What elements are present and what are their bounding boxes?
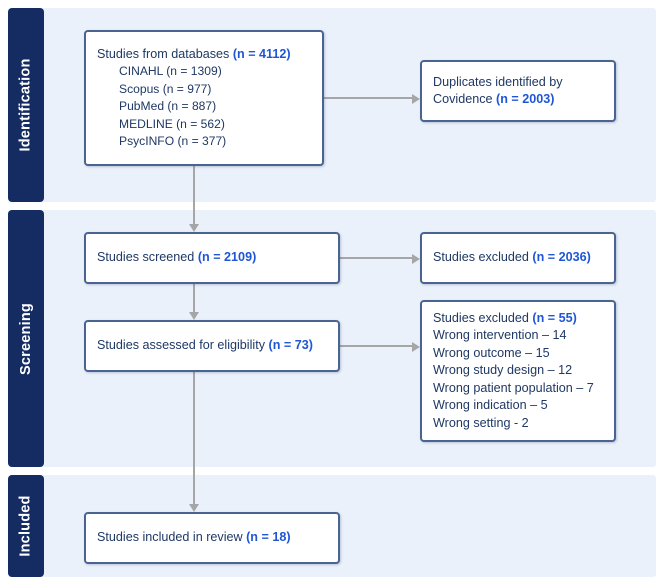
stage-label-screening: Screening [18, 302, 35, 375]
box-line-text: Studies assessed for eligibility [97, 338, 269, 353]
connector-screened-to-eligibility [193, 284, 195, 312]
box-line: Studies assessed for eligibility (n = 73… [97, 337, 327, 355]
stage-label-included: Included [18, 495, 34, 557]
box-line-text: Covidence [433, 92, 497, 106]
database-source-item: PubMed (n = 887) [119, 99, 217, 113]
box-studies-included-in-review: Studies included in review (n = 18) [84, 512, 340, 564]
box-line: Studies included in review (n = 18) [97, 529, 327, 547]
box-studies-screened: Studies screened (n = 2109) [84, 232, 340, 284]
exclusion-reason-item: Wrong intervention – 14 [433, 328, 567, 343]
database-source-item: Scopus (n = 977) [119, 81, 212, 96]
arrowhead-right-icon [412, 254, 420, 264]
stage-band-screening: Screening [8, 210, 44, 467]
database-source-item: CINAHL (n = 1309) [119, 64, 222, 78]
database-source-item: MEDLINE (n = 562) [119, 116, 225, 131]
box-line-count: (n = 2003) [496, 92, 555, 106]
box-studies-from-databases: Studies from databases (n = 4112) CINAHL… [84, 30, 324, 166]
box-studies-assessed-for-eligibility: Studies assessed for eligibility (n = 73… [84, 320, 340, 372]
connector-databases-to-screened [193, 166, 195, 224]
box-duplicates-identified: Duplicates identified by Covidence (n = … [420, 60, 616, 122]
box-line-count: (n = 2036) [532, 250, 591, 265]
stage-band-identification: Identification [8, 8, 44, 202]
box-line: Studies screened (n = 2109) [97, 249, 327, 267]
database-source-item: PsycINFO (n = 377) [119, 134, 227, 148]
exclusion-reason-item: Wrong study design – 12 [433, 363, 573, 378]
arrowhead-down-icon [189, 224, 199, 232]
connector-eligibility-to-included [193, 372, 195, 504]
box-line: Studies excluded (n = 2036) [433, 249, 603, 267]
arrowhead-right-icon [412, 342, 420, 352]
connector-eligibility-to-excluded [340, 345, 412, 347]
exclusion-reason-item: Wrong setting - 2 [433, 415, 529, 430]
connector-screened-to-excluded [340, 257, 412, 259]
connector-databases-to-duplicates [324, 97, 412, 99]
stage-band-included: Included [8, 475, 44, 577]
box-line-count: (n = 18) [246, 530, 291, 545]
box-title-text: Studies excluded [433, 310, 533, 325]
exclusion-reason-item: Wrong patient population – 7 [433, 380, 594, 395]
stage-label-identification: Identification [18, 58, 34, 152]
arrowhead-right-icon [412, 94, 420, 104]
arrowhead-down-icon [189, 312, 199, 320]
box-line-text: Studies excluded [433, 250, 533, 265]
exclusion-reason-item: Wrong outcome – 15 [433, 345, 550, 360]
box-studies-excluded-eligibility: Studies excluded (n = 55) Wrong interven… [420, 300, 616, 442]
box-title: Studies from databases (n = 4112) [97, 46, 311, 64]
arrowhead-down-icon [189, 504, 199, 512]
box-line-count: (n = 73) [268, 338, 313, 353]
box-title-count: (n = 55) [532, 310, 577, 325]
box-title: Studies excluded (n = 55) [433, 310, 603, 328]
box-line-text: Studies screened [97, 250, 198, 265]
box-line: Duplicates identified by [433, 74, 563, 89]
box-title-text: Studies from databases [97, 46, 233, 61]
box-line-text: Studies included in review [97, 530, 247, 545]
box-line: Covidence (n = 2003) [433, 91, 603, 109]
box-line-count: (n = 2109) [197, 250, 257, 265]
box-studies-excluded-screening: Studies excluded (n = 2036) [420, 232, 616, 284]
exclusion-reason-item: Wrong indication – 5 [433, 398, 548, 413]
box-title-count: (n = 4112) [232, 46, 291, 61]
